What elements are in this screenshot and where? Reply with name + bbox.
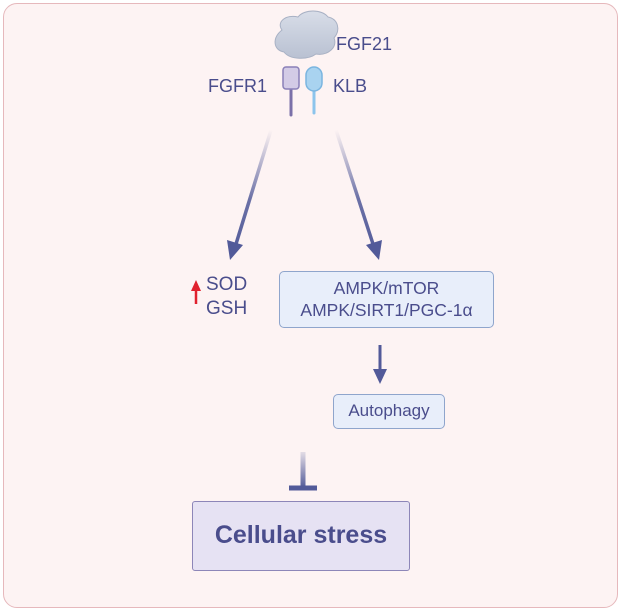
pathway-line-1: AMPK/mTOR xyxy=(333,278,440,298)
fgfr1-label: FGFR1 xyxy=(208,76,268,96)
klb-label: KLB xyxy=(333,76,368,96)
cellular-stress-box: Cellular stress xyxy=(192,501,410,571)
sod-label: SOD xyxy=(206,274,248,295)
arrow-to-antioxidants xyxy=(227,129,273,260)
autophagy-box: Autophagy xyxy=(333,394,445,429)
klb-receptor-icon xyxy=(305,66,323,115)
fgfr1-receptor-icon xyxy=(282,66,300,117)
fgf21-label: FGF21 xyxy=(336,34,393,54)
up-arrow-icon xyxy=(191,280,201,304)
fgf21-ligand-icon xyxy=(274,10,339,59)
pathway-line-2: AMPK/SIRT1/PGC-1α xyxy=(300,300,473,320)
inhibition-symbol xyxy=(289,452,317,491)
arrow-to-pathways xyxy=(334,129,382,260)
arrow-to-autophagy xyxy=(373,345,387,384)
pathways-box: AMPK/mTOR AMPK/SIRT1/PGC-1α xyxy=(279,271,494,328)
gsh-label: GSH xyxy=(206,298,248,319)
